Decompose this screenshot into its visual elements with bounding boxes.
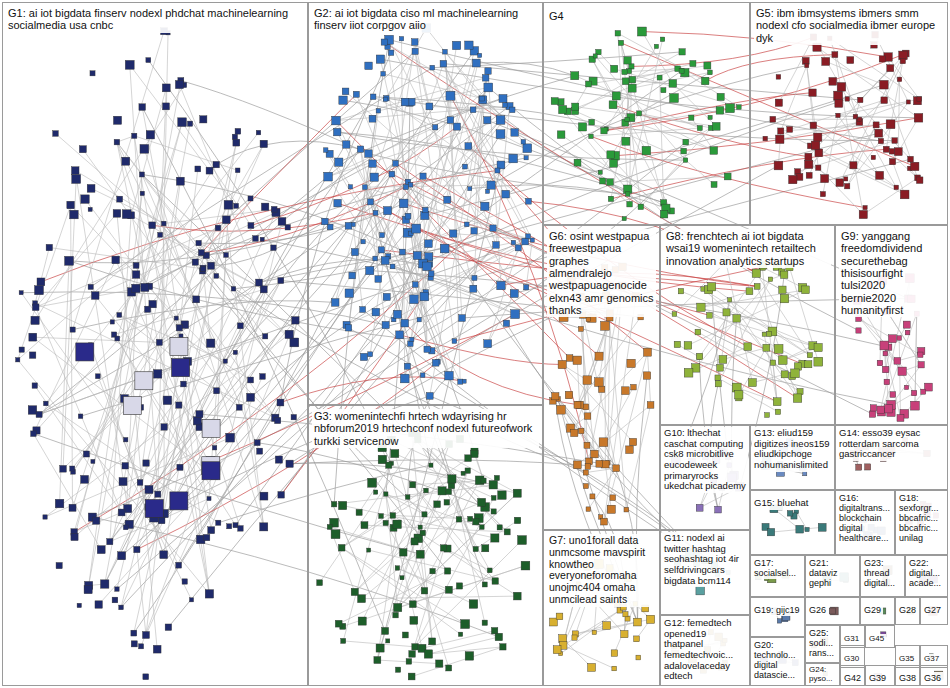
group-box: G3: womenintechfi hrtech wdayrising hr n…	[308, 405, 543, 686]
group-box: G6: osint westpapua freewestpapua graphe…	[543, 225, 660, 530]
group-box: G36	[920, 665, 948, 686]
group-box: G29	[860, 597, 895, 625]
group-box: G19: gijc19	[750, 597, 805, 637]
group-box: G18: sexforgr... bbcafric... bbcafric...…	[895, 490, 948, 555]
group-label: G16: digitaltrans... blockchain digital …	[837, 492, 893, 544]
group-box: G15: bluehat	[750, 490, 835, 555]
group-box: G42	[840, 665, 865, 686]
group-box: G13: eliud159 digitizes ineos159 eliudki…	[750, 425, 835, 490]
group-box: G25: sodi... rans...	[805, 625, 840, 663]
group-label: G42	[842, 672, 863, 684]
group-label: G30	[842, 654, 861, 665]
group-box: G38	[895, 665, 920, 686]
group-box: G5: ibm ibmsystems ibmers smm nodexl cfo…	[750, 2, 948, 225]
network-vertices	[16, 24, 943, 681]
group-label: G36	[922, 672, 943, 684]
group-label: G20: technolo... digital datascie...	[752, 639, 803, 681]
group-box: G8: frenchtech ai iot bigdata wsai19 wom…	[660, 225, 835, 425]
group-box: G7: uno1forall data unmcsome mavspirit k…	[543, 530, 660, 686]
group-box: G17: socialsel...	[750, 555, 805, 597]
group-label: G31	[842, 634, 861, 645]
group-label: G15: bluehat	[752, 497, 810, 510]
group-box: G45	[865, 625, 895, 648]
group-label: G45	[867, 634, 886, 645]
group-box: G1: ai iot bigdata finserv nodexl phdcha…	[2, 2, 308, 686]
group-box: G10: lthechat caschat computing csk8 mic…	[660, 425, 750, 530]
group-label: G28	[897, 604, 918, 616]
group-box: G20: technolo... digital datascie...	[750, 637, 805, 686]
group-label: G8: frenchtech ai iot bigdata wsai19 wom…	[664, 229, 831, 268]
group-label: G10: lthechat caschat computing csk8 mic…	[662, 427, 748, 493]
group-box: G16: digitaltrans... blockchain digital …	[835, 490, 895, 555]
group-box: G24: pyso...	[805, 663, 840, 686]
group-box: G26	[805, 597, 860, 625]
group-box: G14: esso39 eysac rotterdam sarcoma gast…	[835, 425, 948, 490]
group-box: G4	[543, 2, 750, 225]
group-label: G5: ibm ibmsystems ibmers smm nodexl cfo…	[754, 6, 944, 45]
group-box: G21: dataviz gephi	[805, 555, 860, 597]
intergroup-edges	[21, 32, 918, 661]
group-label: G18: sexforgr... bbcafric... bbcafric...…	[897, 492, 946, 544]
group-label: G35	[897, 654, 916, 665]
group-label: G3: womenintechfi hrtech wdayrising hr n…	[312, 409, 539, 448]
group-label: G12: femedtech opened19 thatpanel femedt…	[662, 617, 748, 683]
group-label: G13: eliud159 digitizes ineos159 eliudki…	[752, 427, 833, 472]
group-box: G39	[865, 665, 895, 686]
group-box: G9: yanggang freedomdividend securetheba…	[835, 225, 948, 425]
group-label: G19: gijc19	[752, 604, 802, 616]
group-box: G27	[920, 597, 948, 625]
group-label: G21: dataviz gephi	[807, 557, 858, 589]
group-box: G12: femedtech opened19 thatpanel femedt…	[660, 615, 750, 686]
group-label: G39	[867, 672, 888, 684]
group-label: G26	[807, 604, 828, 616]
group-label: G22: digital... acade...	[907, 557, 946, 589]
group-label: G11: nodexl ai twitter hashtag seohashta…	[662, 532, 748, 587]
group-label: G14: esso39 eysac rotterdam sarcoma gast…	[837, 427, 946, 461]
group-label: G38	[897, 672, 918, 684]
group-label: G27	[922, 604, 943, 616]
group-box: G11: nodexl ai twitter hashtag seohashta…	[660, 530, 750, 615]
group-box: G23: thread digital...	[860, 555, 905, 597]
group-label: G1: ai iot bigdata finserv nodexl phdcha…	[6, 6, 304, 33]
group-box: G28	[895, 597, 920, 625]
group-label: G24: pyso...	[807, 665, 838, 685]
group-label: G17: socialsel...	[752, 557, 803, 579]
group-box: G22: digital... acade...	[905, 555, 948, 597]
group-label: G6: osint westpapua freewestpapua graphe…	[547, 229, 656, 317]
group-label: G37	[922, 654, 941, 665]
group-label: G23: thread digital...	[862, 557, 903, 589]
group-box: G2: ai iot bigdata ciso ml machinelearni…	[308, 2, 543, 405]
group-label: G9: yanggang freedomdividend securetheba…	[839, 229, 944, 317]
group-label: G4	[547, 9, 566, 23]
group-label: G7: uno1forall data unmcsome mavspirit k…	[547, 534, 656, 607]
group-label: G2: ai iot bigdata ciso ml machinelearni…	[312, 6, 539, 33]
group-label: G25: sodi... rans...	[807, 627, 838, 659]
network-edges	[18, 28, 939, 677]
group-label: G29	[862, 604, 883, 616]
